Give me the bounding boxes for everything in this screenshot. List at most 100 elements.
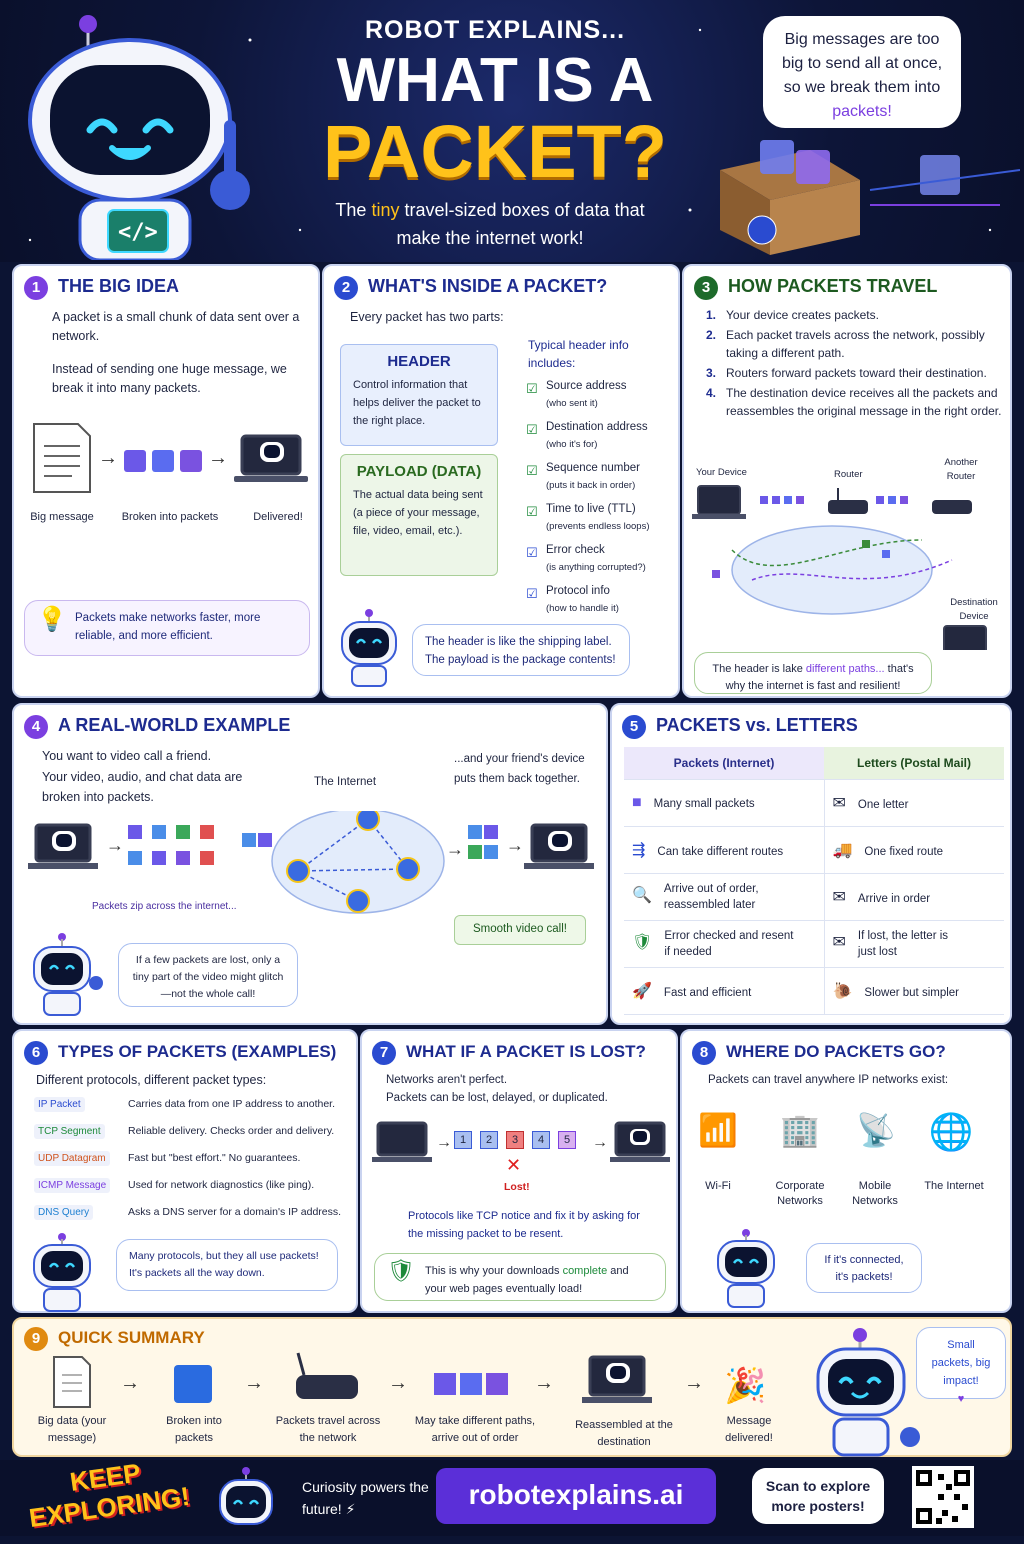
globe-icon: 🌐 bbox=[928, 1111, 974, 1152]
section-title: QUICK SUMMARY bbox=[58, 1328, 205, 1348]
item-name: Protocol info bbox=[546, 585, 610, 597]
tip-box: Many protocols, but they all use packets… bbox=[116, 1239, 338, 1291]
paragraph: You want to video call a friend. bbox=[42, 749, 212, 763]
svg-text:→: → bbox=[106, 835, 124, 855]
hero-subtitle: The tiny travel-sized boxes of data that… bbox=[335, 200, 645, 248]
item-desc: (prevents endless loops) bbox=[546, 521, 650, 532]
table-row: 🔍Arrive out of order, reassembled later✉… bbox=[624, 873, 1004, 921]
payload-box: PAYLOAD (DATA) The actual data being sen… bbox=[340, 454, 498, 576]
column-header: Packets (Internet) bbox=[624, 747, 824, 780]
robot-illustration bbox=[28, 15, 250, 262]
svg-text:→: → bbox=[506, 835, 524, 855]
label-destination: Destination Device bbox=[950, 597, 998, 622]
video-call-diagram: → → → bbox=[28, 811, 594, 914]
packet-cell: 1 bbox=[454, 1131, 472, 1149]
diagram-label: Big message bbox=[30, 511, 94, 523]
lost-label: Lost! bbox=[504, 1181, 530, 1193]
tip-box: If a few packets are lost, only a tiny p… bbox=[118, 943, 298, 1007]
hero-speech-bubble: Big messages are too big to send all at … bbox=[763, 16, 961, 128]
item-desc: (how to handle it) bbox=[546, 603, 619, 614]
qr-code-icon[interactable] bbox=[912, 1466, 974, 1528]
svg-text:→: → bbox=[684, 1372, 704, 1394]
section-number: 5 bbox=[622, 715, 646, 739]
svg-text:→: → bbox=[208, 447, 228, 469]
svg-text:→: → bbox=[446, 839, 464, 859]
tip-box: The header is lake different paths... th… bbox=[694, 652, 932, 694]
header-info-list: ☑ Source address (who sent it) ☑Destinatio… bbox=[526, 380, 676, 626]
network-label: Corporate Networks bbox=[775, 1180, 825, 1207]
summary-step: Packets travel across the network bbox=[275, 1415, 381, 1444]
table-row: 🚀Fast and efficient🐌Slower but simpler bbox=[624, 967, 1004, 1015]
packet-cell-lost: 3 bbox=[506, 1131, 524, 1149]
table-row: ⇶Can take different routes🚚One fixed rou… bbox=[624, 826, 1004, 874]
section-number: 2 bbox=[334, 276, 358, 300]
heart-icon: ♥ bbox=[957, 1393, 965, 1405]
packet-type-tag: UDP Datagram bbox=[34, 1151, 110, 1166]
section-title: WHERE DO PACKETS GO? bbox=[726, 1042, 946, 1062]
list-item: ☑Protocol info(how to handle it) bbox=[526, 585, 676, 626]
website-link[interactable]: robotexplains.ai bbox=[436, 1468, 716, 1524]
packet-cell: 5 bbox=[558, 1131, 576, 1149]
paragraph: Packets can travel anywhere IP networks … bbox=[708, 1074, 949, 1086]
header-info-title: Typical header info includes: bbox=[528, 338, 629, 370]
paragraph: Every packet has two parts: bbox=[350, 310, 504, 324]
header-text: Control information that helps deliver t… bbox=[353, 379, 481, 427]
checkbox-icon: ☑ bbox=[526, 504, 538, 519]
smooth-call-badge: Smooth video call! bbox=[454, 915, 586, 945]
list-item: 1.Your device creates packets. bbox=[706, 308, 879, 322]
mini-robot-icon bbox=[341, 609, 397, 687]
item-desc: (who sent it) bbox=[546, 398, 598, 409]
paragraph: Your video, audio, and chat data are bro… bbox=[42, 770, 243, 804]
label-router: Router bbox=[834, 469, 863, 480]
section-number: 7 bbox=[372, 1041, 396, 1065]
section-title: WHAT'S INSIDE A PACKET? bbox=[368, 276, 608, 297]
section-number: 6 bbox=[24, 1041, 48, 1065]
section-9-header: 9 QUICK SUMMARY bbox=[24, 1327, 205, 1351]
section-inside-packet: 2 WHAT'S INSIDE A PACKET? Every packet ha… bbox=[322, 264, 680, 698]
hero-kicker: ROBOT EXPLAINS... bbox=[364, 16, 626, 44]
section-number: 9 bbox=[24, 1327, 48, 1351]
shield-check-icon: 🛡 bbox=[632, 933, 653, 951]
item-name: Source address bbox=[546, 380, 627, 392]
envelope-icon: ✉ bbox=[832, 794, 846, 812]
section-title: THE BIG IDEA bbox=[58, 276, 180, 297]
magnifier-icon: 🔍 bbox=[632, 886, 652, 904]
list-item: ☑ Source address (who sent it) bbox=[526, 380, 676, 421]
section-title: PACKETS vs. LETTERS bbox=[656, 715, 858, 736]
cell-tower-icon: 📡 bbox=[856, 1112, 896, 1148]
summary-step: Message delivered! bbox=[725, 1415, 773, 1444]
paragraph: Networks aren't perfect. bbox=[386, 1074, 508, 1086]
item-desc: (who it's for) bbox=[546, 439, 598, 450]
item-name: Sequence number bbox=[546, 462, 640, 474]
wifi-icon: 📶 bbox=[698, 1112, 738, 1148]
summary-step: May take different paths, arrive out of … bbox=[414, 1415, 536, 1444]
hero-stars bbox=[28, 28, 992, 242]
snail-icon: 🐌 bbox=[832, 982, 853, 1000]
payload-text: The actual data being sent (a piece of y… bbox=[353, 489, 483, 537]
packet-type-tag: ICMP Message bbox=[34, 1178, 111, 1193]
payload-title: PAYLOAD (DATA) bbox=[356, 463, 482, 480]
list-item: ☑Destination address(who it's for) bbox=[526, 421, 676, 462]
checkbox-icon: ☑ bbox=[526, 381, 538, 396]
checkbox-icon: ☑ bbox=[526, 422, 538, 437]
list-item: 2.Each packet travels across the network… bbox=[706, 328, 985, 360]
packet-box-icon bbox=[720, 140, 1020, 255]
shield-check-icon: 🛡 bbox=[387, 1258, 415, 1283]
item-desc: (puts it back in order) bbox=[546, 480, 636, 491]
mini-robot-icon bbox=[33, 933, 103, 1016]
item-name: Error check bbox=[546, 544, 605, 556]
packet-type-tag: IP Packet bbox=[34, 1097, 85, 1112]
hero-title-line2: PACKET? bbox=[323, 110, 667, 193]
packet-cell: 2 bbox=[480, 1131, 498, 1149]
tip-text: Packets make networks faster, more relia… bbox=[75, 612, 261, 642]
truck-icon: 🚚 bbox=[832, 841, 853, 859]
zip-label: Packets zip across the internet... bbox=[92, 901, 237, 912]
section-number: 3 bbox=[694, 276, 718, 300]
